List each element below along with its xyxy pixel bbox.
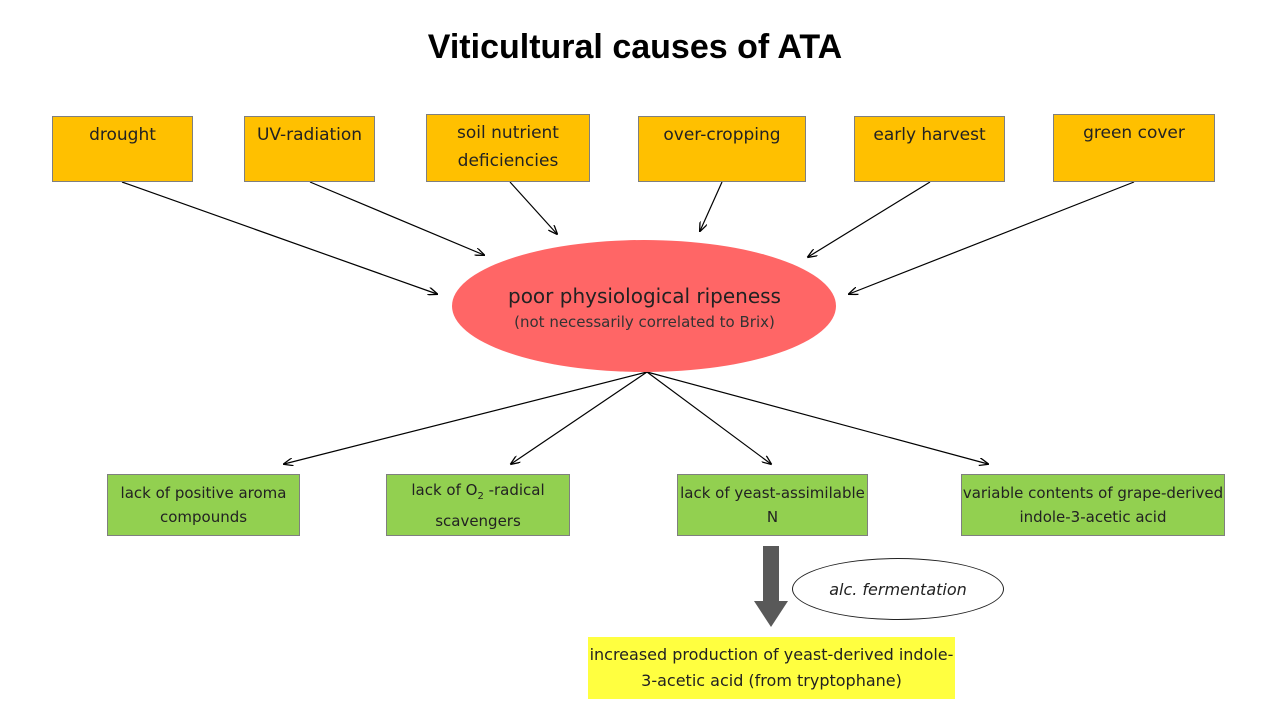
effect-nitrogen: lack of yeast-assimilable N — [677, 474, 868, 536]
arrow-overcropping-to-ripeness — [700, 181, 723, 231]
arrow-ripeness-to-aroma — [284, 371, 648, 464]
cause-drought: drought — [52, 116, 193, 182]
central-ellipse — [452, 240, 836, 372]
cause-green-cover: green cover — [1053, 114, 1215, 182]
fermentation-label: alc. fermentation — [792, 558, 1004, 620]
cause-uv-radiation: UV-radiation — [244, 116, 375, 182]
cause-early-harvest: early harvest — [854, 116, 1005, 182]
arrow-uv-to-ripeness — [309, 181, 484, 255]
central-sublabel: (not necessarily correlated to Brix) — [514, 313, 775, 331]
effect-indole-acetic: variable contents of grape-derived indol… — [961, 474, 1225, 536]
central-node-text: poor physiological ripeness (not necessa… — [452, 281, 837, 333]
thick-down-arrow — [754, 546, 788, 627]
arrow-greencover-to-ripeness — [849, 181, 1135, 294]
arrow-ripeness-to-scavengers — [511, 371, 648, 464]
arrow-soil-to-ripeness — [509, 181, 557, 234]
page-title: Viticultural causes of ATA — [427, 28, 843, 66]
cause-soil-nutrient: soil nutrient deficiencies — [426, 114, 590, 182]
outcome-box: increased production of yeast-derived in… — [588, 637, 955, 699]
effect-aroma: lack of positive aroma compounds — [107, 474, 300, 536]
effect-radical-scavengers: lack of O2 -radical scavengers — [386, 474, 570, 536]
arrow-harvest-to-ripeness — [808, 181, 931, 257]
arrow-ripeness-to-iaa — [646, 371, 988, 464]
cause-over-cropping: over-cropping — [638, 116, 806, 182]
central-label: poor physiological ripeness — [508, 284, 781, 308]
arrow-ripeness-to-nitrogen — [646, 371, 771, 464]
arrow-drought-to-ripeness — [121, 181, 437, 294]
